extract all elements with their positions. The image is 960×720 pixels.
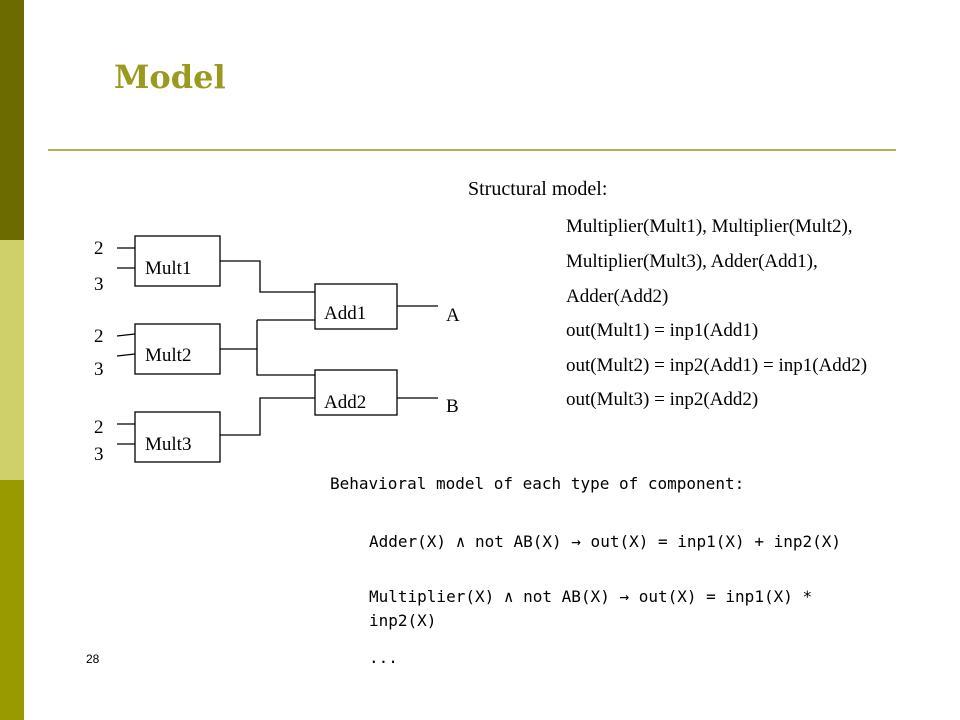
add2-label: Add2	[324, 392, 366, 413]
input-wire	[116, 353, 136, 357]
circuit-diagram: Mult1 Mult2 Mult3 Add1 Add2 2 3 2 3 2 3 …	[94, 235, 460, 465]
input-wire	[116, 333, 136, 337]
behavioral-rule-adder: Adder(X) ∧ not AB(X) → out(X) = inp1(X) …	[369, 532, 842, 551]
structural-line: Adder(Add2)	[566, 286, 669, 307]
mult3-input-2: 3	[94, 444, 104, 465]
sidebar-band-bottom	[0, 480, 24, 720]
wire-mult3-add2	[220, 397, 315, 436]
structural-line: Multiplier(Mult3), Adder(Add1),	[566, 251, 818, 272]
sidebar-band-middle	[0, 240, 24, 480]
add2-box	[314, 369, 398, 416]
output-a-label: A	[446, 305, 460, 326]
mult3-label: Mult3	[145, 434, 191, 455]
add1-label: Add1	[324, 303, 366, 324]
mult1-input-1: 2	[94, 238, 104, 259]
behavioral-model-heading: Behavioral model of each type of compone…	[330, 474, 745, 493]
mult2-box	[134, 323, 221, 375]
sidebar-band-top	[0, 0, 24, 240]
mult3-input-1: 2	[94, 417, 104, 438]
mult2-label: Mult2	[145, 345, 191, 366]
wire-mult2-add2	[256, 320, 315, 376]
mult1-input-2: 3	[94, 274, 104, 295]
add1-box	[314, 283, 398, 330]
mult1-label: Mult1	[145, 258, 191, 279]
slide-title: Model	[114, 58, 226, 96]
structural-line: out(Mult1) = inp1(Add1)	[566, 320, 759, 341]
title-divider	[48, 149, 896, 151]
mult3-box	[134, 411, 221, 463]
structural-line: out(Mult2) = inp2(Add1) = inp1(Add2)	[566, 355, 868, 376]
mult2-input-1: 2	[94, 326, 104, 347]
structural-line: Multiplier(Mult1), Multiplier(Mult2),	[566, 216, 853, 237]
structural-model-heading: Structural model:	[468, 178, 608, 200]
mult2-input-2: 3	[94, 359, 104, 380]
output-b-label: B	[446, 396, 459, 417]
structural-line: out(Mult3) = inp2(Add2)	[566, 389, 759, 410]
behavioral-rule-multiplier: Multiplier(X) ∧ not AB(X) → out(X) = inp…	[369, 587, 813, 630]
wire-mult1-add1	[220, 260, 315, 293]
behavioral-ellipsis: ...	[369, 648, 398, 667]
slide-number: 28	[86, 652, 100, 666]
mult1-box	[134, 235, 221, 287]
